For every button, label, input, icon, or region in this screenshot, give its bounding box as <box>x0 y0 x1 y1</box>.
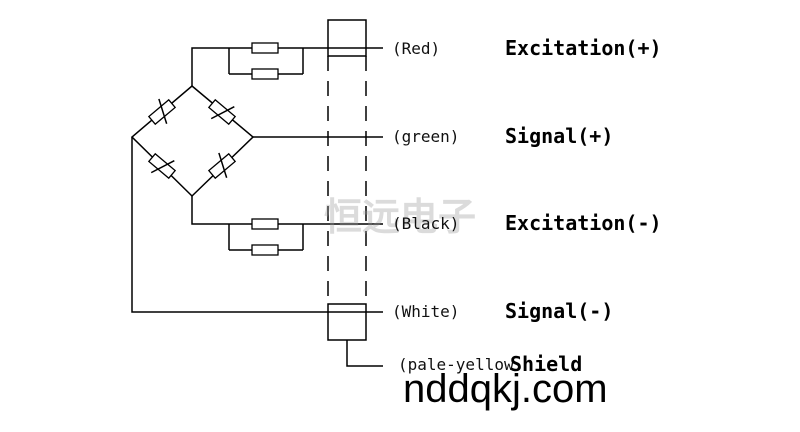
wire-color-green: (green) <box>392 127 459 146</box>
wire-color-red: (Red) <box>392 39 440 58</box>
resistor-top-1 <box>251 42 279 54</box>
resistor-top-2 <box>251 68 279 80</box>
signal-shield: Shield <box>510 352 582 376</box>
strain-gauge-2 <box>207 98 237 126</box>
wire-color-black: (Black) <box>392 214 459 233</box>
strain-gauge-1 <box>147 98 177 126</box>
wire-white <box>131 137 383 313</box>
strain-gauge-4 <box>207 152 237 180</box>
resistor-bottom-2 <box>251 244 279 256</box>
signal-signal-plus: Signal(+) <box>505 124 613 148</box>
watermark: 恒远电子 <box>324 194 476 239</box>
resistor-bottom-1 <box>251 218 279 230</box>
bottom-resistor-network <box>191 196 383 256</box>
top-resistor-network <box>191 42 383 86</box>
wire-color-pale-yellow: (pale-yellow <box>398 355 514 374</box>
wire-shield <box>346 340 383 367</box>
signal-excitation-plus: Excitation(+) <box>505 36 662 60</box>
wheatstone-bridge <box>130 85 255 198</box>
connector-block <box>327 19 367 341</box>
site-watermark: nddqkj.com <box>403 367 608 411</box>
signal-signal-minus: Signal(-) <box>505 299 613 323</box>
strain-gauge-3 <box>147 152 177 180</box>
signal-excitation-minus: Excitation(-) <box>505 211 662 235</box>
wire-color-white: (White) <box>392 302 459 321</box>
